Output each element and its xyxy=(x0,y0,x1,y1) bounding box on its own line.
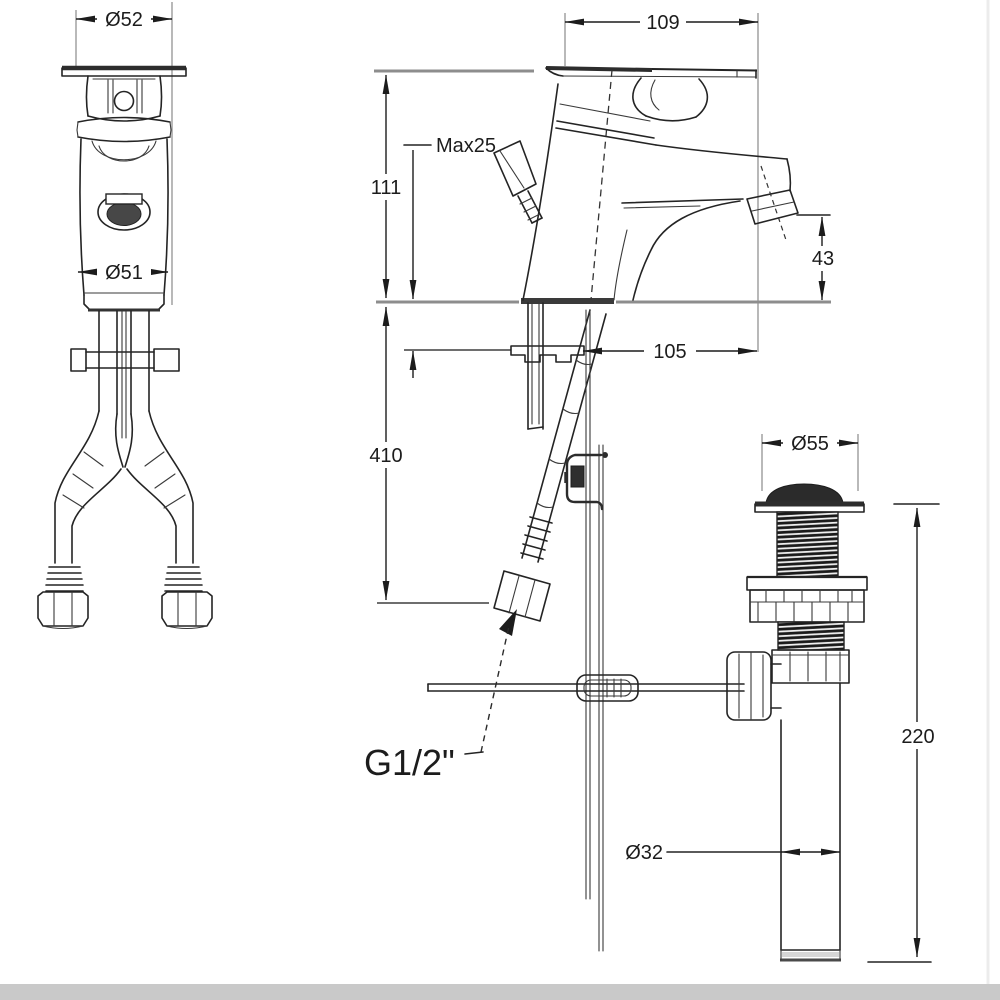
dim-body-diameter: Ø51 xyxy=(105,262,143,284)
under-counter-assembly xyxy=(427,302,745,952)
dim-hose-length: 410 xyxy=(369,445,402,467)
front-view: Ø52 xyxy=(37,2,213,630)
dim-max-deck-thickness: Max25 xyxy=(436,135,496,157)
dim-handle-length: 109 xyxy=(646,12,679,34)
dim-tailpipe-diameter: Ø32 xyxy=(625,842,663,864)
dim-drain-height: 220 xyxy=(901,726,934,748)
faucet-front-outline xyxy=(61,65,187,312)
faucet-side-outline xyxy=(493,66,799,301)
footer-bar xyxy=(0,984,1000,1000)
dim-body-height: 111 xyxy=(371,177,401,199)
dim-spout-reach: 105 xyxy=(653,341,686,363)
drain-view: Ø55 xyxy=(625,432,942,963)
g12-leader-arrow xyxy=(499,609,517,636)
dim-spout-height: 43 xyxy=(812,248,834,270)
dim-flange-diameter: Ø55 xyxy=(791,433,829,455)
supply-hoses-front xyxy=(37,310,213,630)
popup-drain-body xyxy=(726,483,868,962)
dim-top-diameter: Ø52 xyxy=(105,9,143,31)
side-view: 109 111 Max25 xyxy=(364,10,841,952)
dim-thread-size: G1/2" xyxy=(364,742,455,783)
